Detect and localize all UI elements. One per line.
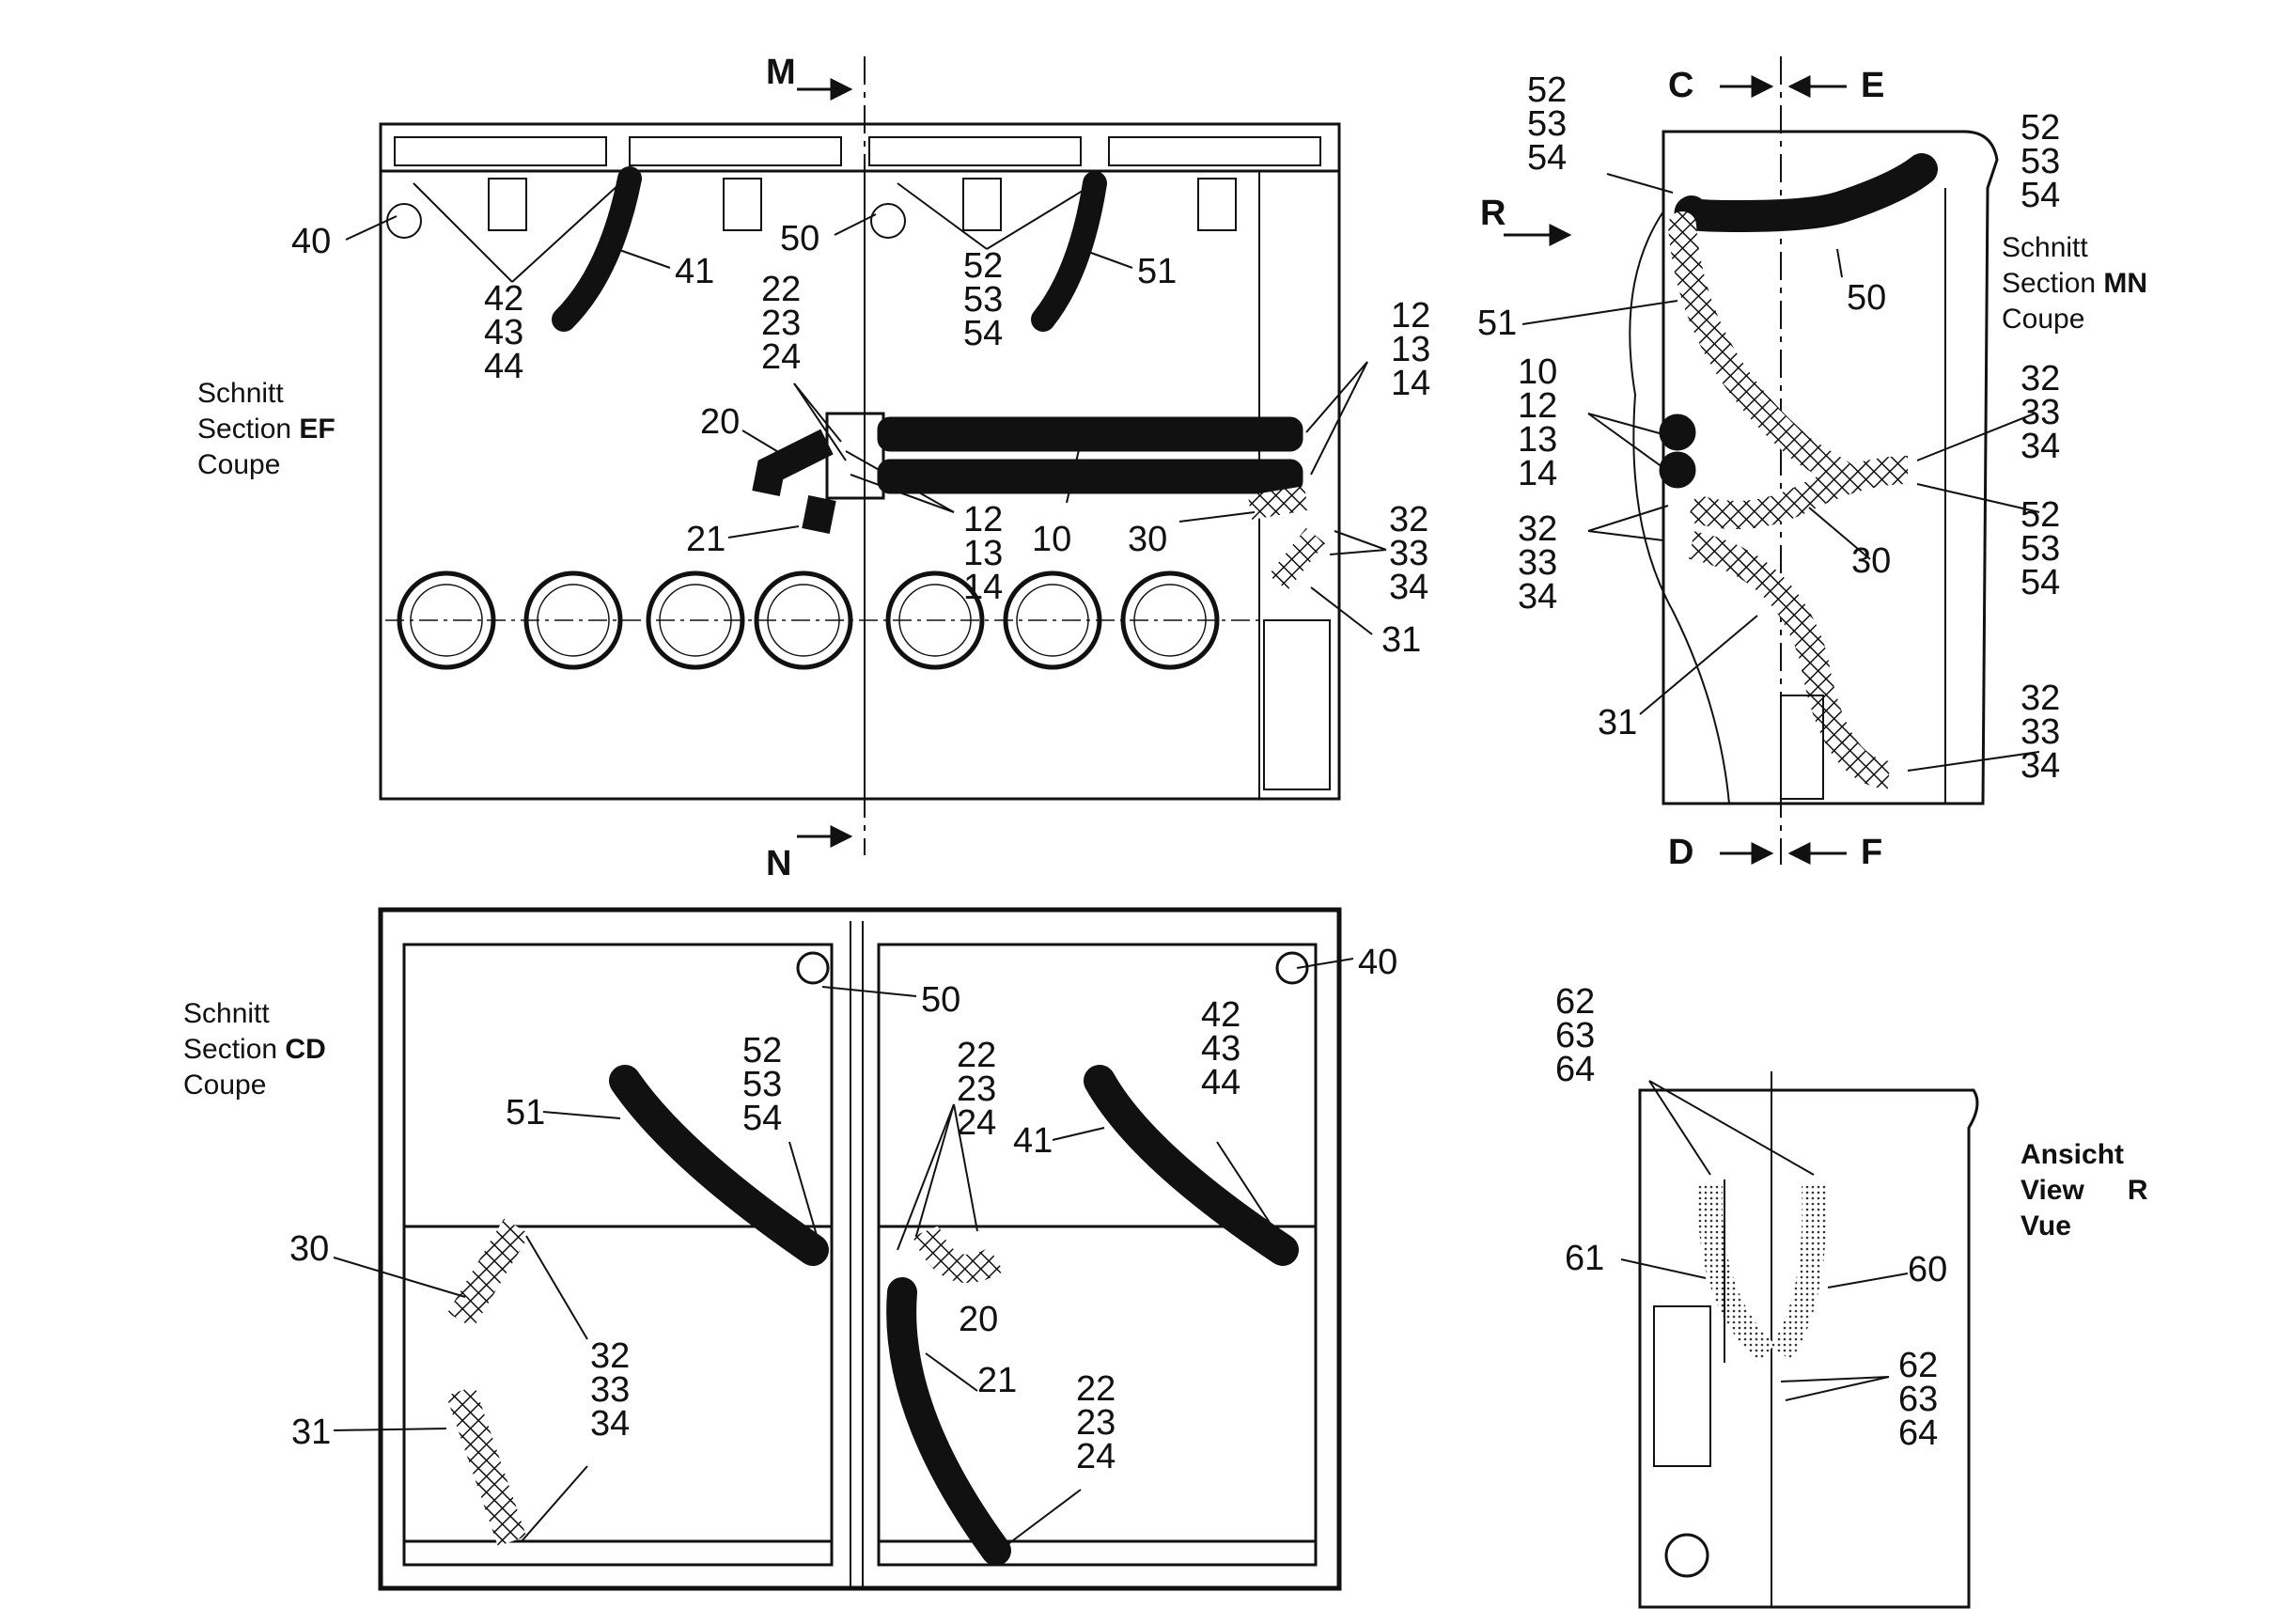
view-title-ef: Schnitt Section EF Coupe [197,378,335,480]
callout-31: 31 [1381,620,1422,660]
r-leaders [1620,1080,1909,1401]
callout-r-60: 60 [1908,1250,1948,1289]
callout-cd-50: 50 [921,980,961,1020]
callout-40: 40 [291,222,332,261]
view-cd [378,907,1342,1591]
mn-leaders [1521,173,2040,772]
cd-leaders [333,958,1354,1547]
section-mark-f: F [1861,833,1883,872]
view-ef [379,56,1341,855]
callout-mn-30: 30 [1851,541,1892,581]
callout-10: 10 [1032,520,1072,559]
callout-21: 21 [686,520,726,559]
section-mark-e: E [1861,66,1885,105]
callout-cd-21: 21 [977,1361,1018,1400]
view-title-mn: Schnitt Section MN Coupe [2002,232,2148,335]
callout-20: 20 [700,402,741,442]
callout-cd-40: 40 [1358,943,1398,982]
callout-51: 51 [1137,252,1178,291]
callout-mn-50: 50 [1847,278,1887,318]
callout-cd-20: 20 [959,1300,999,1339]
section-mark-c: C [1668,66,1694,105]
section-mark-d: D [1668,833,1694,872]
view-title-cd: Schnitt Section CD Coupe [183,998,326,1101]
callout-50: 50 [780,219,820,258]
callout-cd-30: 30 [289,1229,330,1269]
section-mark-r: R [1480,194,1506,233]
callout-30: 30 [1128,520,1168,559]
callout-41: 41 [675,252,715,291]
callout-mn-51: 51 [1477,304,1518,343]
ef-leaders [345,182,1387,635]
section-mark-n: N [766,844,792,883]
callout-cd-41: 41 [1013,1121,1053,1161]
section-mark-m: M [766,53,796,92]
callout-mn-31: 31 [1598,703,1638,742]
view-r [1638,1071,1979,1609]
view-mn [1504,56,1999,865]
callout-cd-31: 31 [291,1413,332,1452]
callout-r-61: 61 [1565,1239,1605,1278]
callout-cd-51: 51 [506,1093,546,1132]
